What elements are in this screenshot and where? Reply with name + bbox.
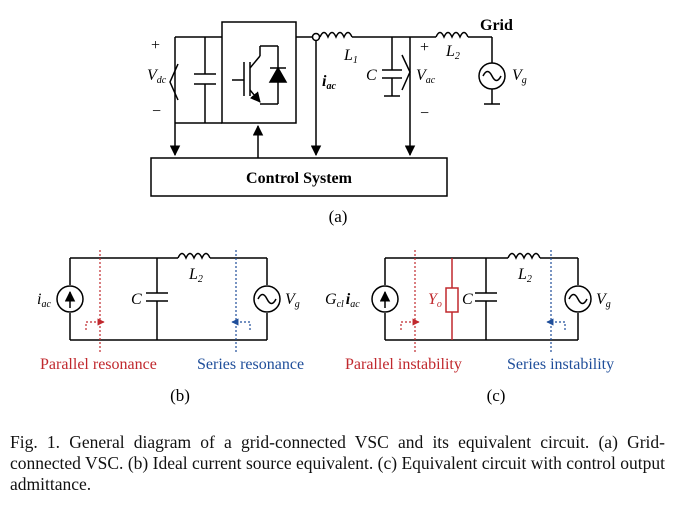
c-c-label: C	[462, 291, 473, 308]
svg-text:Vg: Vg	[596, 291, 611, 310]
panel-a-label: (a)	[329, 207, 348, 226]
svg-text:L2: L2	[445, 43, 460, 62]
svg-text:iac: iac	[322, 73, 336, 92]
c-iac-label: i	[346, 291, 351, 308]
panel-b	[56, 252, 281, 341]
svg-text:L2: L2	[517, 266, 532, 285]
c-l2-inductor	[507, 252, 541, 260]
l2-sub-a: 2	[455, 51, 460, 62]
series-instability-label: Series instability	[507, 356, 614, 373]
figure-caption: Fig. 1. General diagram of a grid-connec…	[10, 432, 665, 494]
c-series-arrow-icon	[546, 318, 566, 330]
l1-inductor	[319, 31, 353, 39]
b-c-label: C	[131, 291, 142, 308]
gcl-label: G	[325, 291, 337, 308]
control-system-box	[150, 157, 448, 197]
vac-plus: +	[420, 39, 429, 56]
panel-c-label: (c)	[487, 386, 506, 405]
grid-label: Grid	[480, 17, 513, 34]
l2-label-a: L	[445, 43, 455, 60]
yo-label: Y	[428, 291, 439, 308]
series-resonance-label: Series resonance	[197, 356, 304, 373]
b-sine-icon	[257, 293, 277, 305]
c-l2-label: L	[517, 266, 527, 283]
yo-sub: o	[437, 299, 442, 310]
b-l2-inductor	[177, 252, 211, 260]
svg-text:Yo: Yo	[428, 291, 442, 310]
b-l2-sub: 2	[198, 274, 203, 285]
vdc-minus: −	[152, 103, 161, 120]
sine-icon	[482, 70, 502, 82]
vg-label-a: V	[512, 67, 524, 84]
svg-text:L2: L2	[188, 266, 203, 285]
c-vg-label: V	[596, 291, 608, 308]
iac-label-a: i	[322, 73, 327, 90]
svg-text:L1: L1	[343, 47, 358, 66]
sense-node	[311, 32, 321, 42]
c-l2-sub: 2	[527, 274, 532, 285]
parallel-resonance-label: Parallel resonance	[40, 356, 157, 373]
vdc-bracket	[169, 63, 179, 101]
converter-box	[221, 21, 297, 124]
svg-text:Vg: Vg	[512, 67, 527, 86]
panel-c	[371, 252, 592, 341]
l2-inductor	[435, 31, 469, 39]
vdc-plus: +	[151, 37, 160, 54]
c-label-a: C	[366, 67, 377, 84]
c-sine-icon	[568, 293, 588, 305]
b-iac-label: i	[37, 291, 41, 308]
vac-minus: −	[420, 105, 429, 122]
vac-label: V	[416, 67, 428, 84]
svg-text:Vg: Vg	[285, 291, 300, 310]
vdc-label: V	[147, 67, 159, 84]
panel-c-loops	[400, 250, 566, 352]
iac-sub-a: ac	[326, 81, 336, 92]
vdc-sub: dc	[157, 75, 167, 86]
b-vg-sub: g	[295, 299, 300, 310]
b-l2-label: L	[188, 266, 198, 283]
panel-b-loops	[85, 250, 251, 352]
b-parallel-arrow-icon	[85, 318, 105, 330]
vg-sub-a: g	[522, 75, 527, 86]
parallel-instability-label: Parallel instability	[345, 356, 462, 373]
b-iac-sub: ac	[41, 299, 51, 310]
control-system-label: Control System	[246, 170, 353, 187]
vac-bracket	[401, 54, 411, 91]
figure: + − Vdc L1 iac C + − Vac L2 Grid Vg Cont…	[37, 17, 614, 405]
c-iac-sub: ac	[350, 299, 360, 310]
c-parallel-arrow-icon	[400, 318, 420, 330]
panel-b-labels: iac C L2 Vg Parallel resonance Series re…	[37, 266, 304, 405]
panel-b-label: (b)	[170, 386, 190, 405]
l1-sub: 1	[353, 55, 358, 66]
vac-sub: ac	[426, 75, 436, 86]
igbt-icon	[232, 45, 288, 105]
panel-a-labels: + − Vdc L1 iac C + − Vac L2 Grid Vg Cont…	[147, 17, 527, 226]
c-vg-sub: g	[606, 299, 611, 310]
b-vg-label: V	[285, 291, 297, 308]
b-series-arrow-icon	[231, 318, 251, 330]
circuit-diagram: + − Vdc L1 iac C + − Vac L2 Grid Vg Cont…	[37, 17, 614, 405]
gcl-sub: cl	[337, 299, 344, 310]
yo-element-icon	[445, 287, 459, 313]
svg-text:Vac: Vac	[416, 67, 436, 86]
svg-text:Vdc: Vdc	[147, 67, 167, 86]
panel-a	[150, 21, 506, 197]
yo-admittance	[445, 258, 459, 340]
l1-label: L	[343, 47, 353, 64]
svg-text:iac: iac	[37, 291, 51, 310]
